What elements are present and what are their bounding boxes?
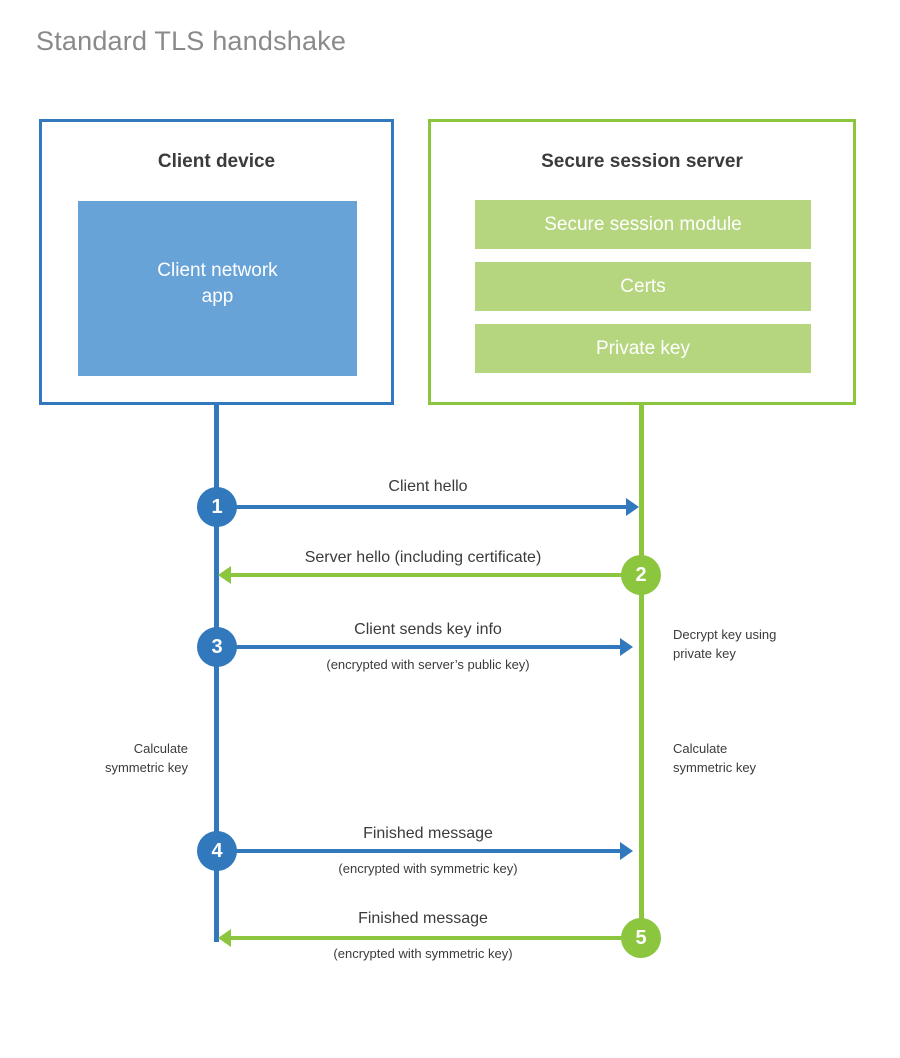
step-5-arrow-head (218, 929, 231, 947)
step-4-circle: 4 (197, 831, 237, 871)
step-5-circle: 5 (621, 918, 661, 958)
client-network-app-box: Client network app (78, 201, 357, 376)
secure-session-server-title: Secure session server (541, 151, 743, 172)
note-decrypt-key: Decrypt key using private key (673, 627, 777, 661)
client-lifeline (214, 404, 219, 942)
page-title: Standard TLS handshake (36, 26, 347, 56)
step-1-arrow-line (218, 505, 628, 509)
note-client-calculate-symmetric-key: Calculate symmetric key (104, 741, 188, 775)
server-component-certs: Certs (475, 262, 811, 311)
step-2-label: Server hello (including certificate) (304, 549, 542, 566)
note-server-calculate-symmetric-key: Calculate symmetric key (673, 741, 757, 775)
step-2-arrow-head (218, 566, 231, 584)
step-4-arrow-line (218, 849, 622, 853)
server-lifeline (639, 404, 644, 939)
client-network-app-label-line1: Client network (157, 260, 278, 281)
step-3-sublabel: (encrypted with server’s public key) (326, 657, 530, 672)
step-1-circle: 1 (197, 487, 237, 527)
secure-session-server-box: Secure session server Secure session mod… (428, 119, 856, 405)
step-5-arrow-line (230, 936, 625, 940)
step-3-circle: 3 (197, 627, 237, 667)
step-4-arrow-head (620, 842, 633, 860)
server-component-secure-session-module: Secure session module (475, 200, 811, 249)
client-network-app-label-line2: app (201, 286, 234, 307)
step-2-arrow-line (230, 573, 625, 577)
client-device-title: Client device (157, 151, 276, 172)
step-1-arrow-head (626, 498, 639, 516)
server-component-private-key: Private key (475, 324, 811, 373)
step-5-sublabel: (encrypted with symmetric key) (333, 946, 513, 961)
step-2-circle: 2 (621, 555, 661, 595)
step-5-label: Finished message (358, 910, 488, 927)
step-3-arrow-head (620, 638, 633, 656)
step-1-label: Client hello (388, 478, 468, 495)
step-3-arrow-line (218, 645, 622, 649)
step-4-label: Finished message (363, 825, 493, 842)
step-4-sublabel: (encrypted with symmetric key) (338, 861, 518, 876)
step-3-label: Client sends key info (354, 621, 502, 638)
client-device-box: Client device Client network app (39, 119, 394, 405)
